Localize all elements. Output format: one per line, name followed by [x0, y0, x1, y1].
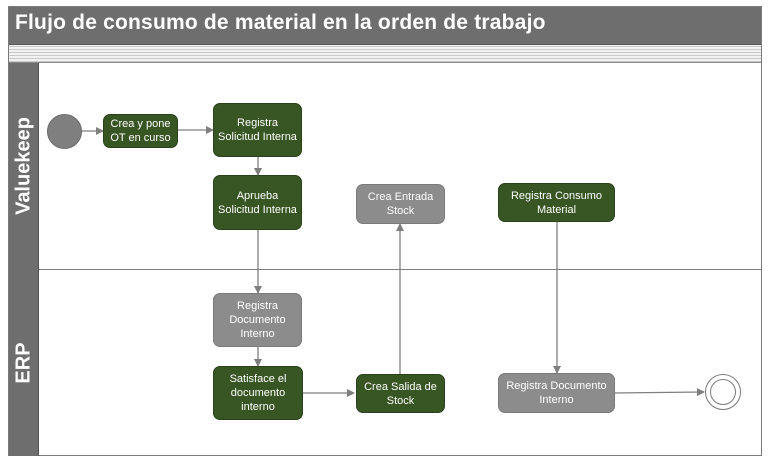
task-satisface-documento: Satisface el documento interno [213, 366, 303, 420]
task-crea-pone-ot-label: Crea y pone OT en curso [110, 118, 171, 144]
task-registra-documento-erp-label: Registra Documento Interno [506, 380, 607, 406]
task-crea-entrada-stock: Crea Entrada Stock [356, 184, 445, 224]
task-registra-documento-erp: Registra Documento Interno [498, 373, 615, 413]
connector-documento-erp-to-end [614, 388, 705, 397]
end-event-inner-ring [710, 379, 736, 405]
task-crea-entrada-stock-label: Crea Entrada Stock [367, 191, 434, 217]
lane-label-erp: ERP [9, 269, 39, 456]
lane-label-valuekeep: Valuekeep [9, 63, 39, 269]
task-registra-documento: Registra Documento Interno [213, 293, 302, 347]
task-crea-salida-stock: Crea Salida de Stock [356, 374, 445, 413]
start-event [47, 114, 82, 149]
task-crea-pone-ot: Crea y pone OT en curso [103, 114, 178, 148]
task-registra-solicitud: Registra Solicitud Interna [213, 103, 302, 157]
task-aprueba-solicitud: Aprueba Solicitud Interna [213, 175, 302, 230]
lane-divider [9, 269, 761, 270]
task-registra-consumo: Registra Consumo Material [498, 183, 615, 222]
task-satisface-documento-label: Satisface el documento interno [229, 373, 287, 413]
diagram-title: Flujo de consumo de material en la orden… [15, 11, 546, 34]
task-registra-consumo-label: Registra Consumo Material [510, 189, 603, 216]
header-hatch-band [9, 45, 761, 63]
task-registra-solicitud-label: Registra Solicitud Interna [218, 117, 297, 143]
task-registra-documento-label: Registra Documento Interno [229, 300, 286, 340]
end-event [705, 374, 741, 410]
task-aprueba-solicitud-label: Aprueba Solicitud Interna [218, 189, 297, 216]
task-crea-salida-stock-label: Crea Salida de Stock [364, 380, 437, 407]
title-bar: Flujo de consumo de material en la orden… [9, 7, 761, 45]
